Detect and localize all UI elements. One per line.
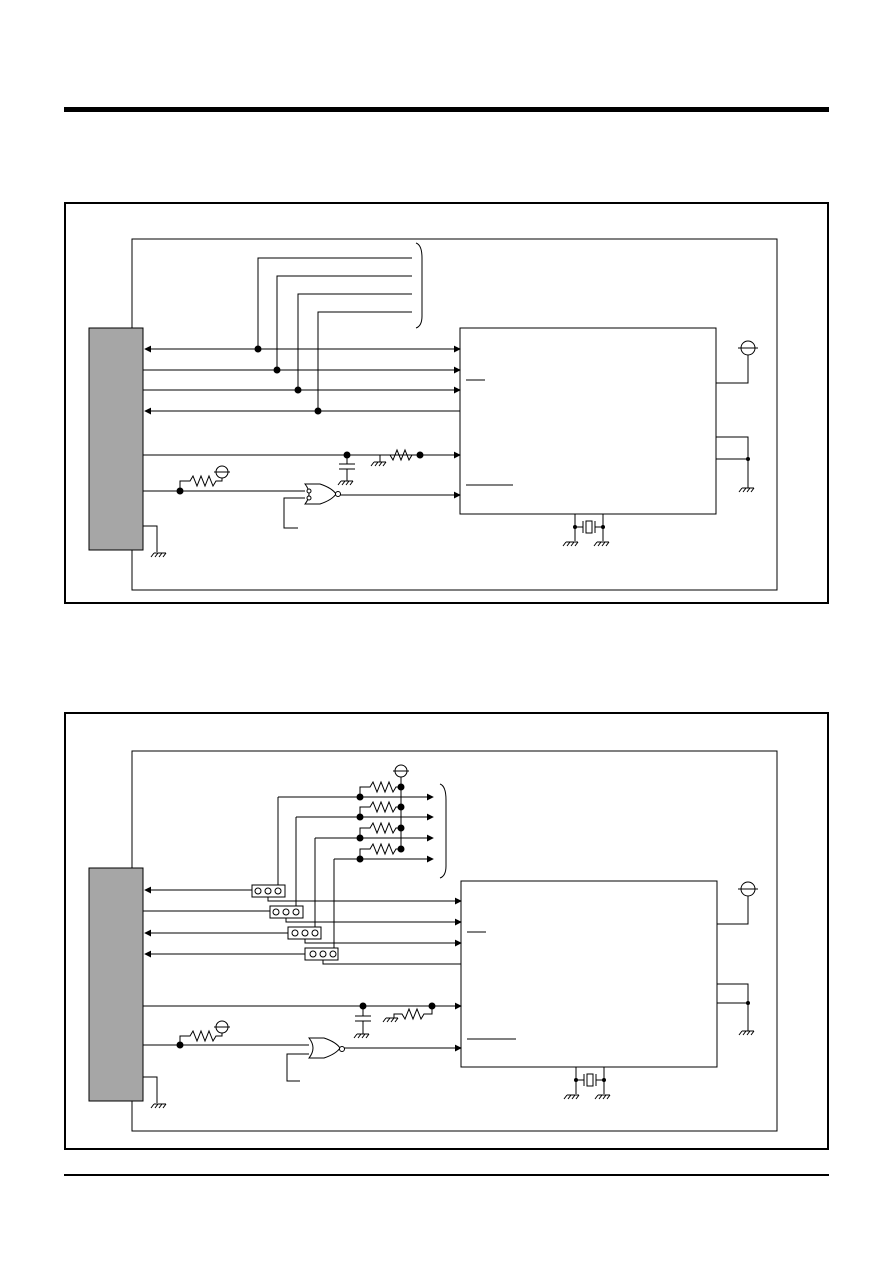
resistor-icon [179, 465, 230, 491]
jumper-icon [269, 905, 304, 919]
jumper-icon [251, 884, 286, 898]
nor-gate-icon [283, 483, 341, 529]
resistor-icon [179, 1020, 230, 1045]
figure-1-frame [64, 202, 829, 604]
figure-2-diagram [88, 750, 778, 1132]
figure-2-frame [64, 712, 829, 1150]
target-ic-block [459, 327, 717, 515]
host-connector-block [88, 867, 144, 1102]
capacitor-icon [353, 1006, 371, 1039]
figure-1-diagram [88, 238, 778, 591]
crystal-icon [563, 1067, 611, 1100]
header-rule [64, 107, 829, 112]
footer-rule [64, 1174, 829, 1176]
jumper-icon [304, 947, 339, 961]
bus-brace [439, 783, 447, 879]
target-ic-block [460, 880, 718, 1068]
crystal-icon [562, 514, 610, 547]
resistor-icon [370, 448, 420, 467]
jumper-icon [287, 926, 322, 940]
pullup-resistor-ladder [278, 764, 434, 863]
capacitor-icon [337, 455, 355, 486]
nor-gate-icon [286, 1037, 345, 1082]
resistor-icon [382, 1006, 433, 1023]
bus-brace [415, 242, 423, 329]
host-connector-block [88, 327, 144, 551]
